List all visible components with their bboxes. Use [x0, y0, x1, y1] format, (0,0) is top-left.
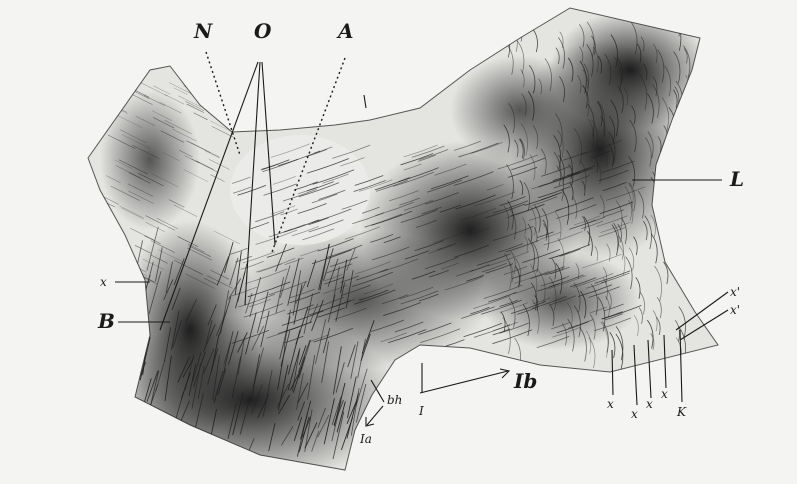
- fiber-stroke: [686, 173, 690, 192]
- label-N: N: [193, 19, 213, 43]
- label-B: B: [97, 309, 115, 333]
- fiber-stroke: [135, 418, 142, 445]
- fiber-stroke: [108, 89, 123, 97]
- fiber-shading: [95, 10, 710, 484]
- label-I: I: [418, 404, 424, 418]
- fiber-stroke: [669, 236, 672, 253]
- label-A: A: [336, 19, 354, 43]
- label-x-bottom-2: x: [631, 407, 638, 421]
- fiber-stroke: [202, 440, 209, 459]
- fiber-stroke: [142, 408, 149, 429]
- fiber-stroke: [112, 253, 127, 261]
- label-bh: bh: [387, 393, 402, 407]
- fiber-stroke: [680, 158, 685, 185]
- label-K: K: [676, 405, 687, 419]
- label-Ib: Ib: [513, 369, 537, 393]
- fiber-stroke: [679, 193, 686, 228]
- fiber-stroke: [683, 143, 689, 172]
- fiber-stroke: [688, 267, 693, 294]
- label-x-bottom-4: x: [661, 387, 668, 401]
- label-L: L: [729, 167, 744, 191]
- arrow-Ia: [367, 406, 383, 425]
- label-x-bottom-1: x: [607, 397, 614, 411]
- label-O: O: [254, 19, 272, 43]
- fiber-stroke: [101, 239, 123, 250]
- fiber-stroke: [673, 198, 679, 230]
- fiber-stroke: [669, 187, 673, 208]
- fiber-stroke: [685, 168, 689, 188]
- label-x-bottom-3: x: [646, 397, 653, 411]
- fiber-stroke: [110, 87, 129, 96]
- label-x-left: x: [100, 275, 107, 289]
- fiber-stroke: [661, 212, 668, 248]
- fiber-stroke: [687, 233, 692, 260]
- fiber-stroke: [112, 279, 129, 288]
- fiber-stroke: [95, 249, 114, 258]
- fiber-stroke: [669, 186, 676, 219]
- label-x-prime-2: x': [730, 303, 740, 317]
- label-Ia: Ia: [359, 432, 372, 446]
- fiber-stroke: [683, 136, 690, 170]
- label-x-prime-1: x': [730, 285, 740, 299]
- arrow-Ib: [420, 371, 508, 393]
- fiber-stroke: [688, 199, 693, 225]
- fiber-stroke: [677, 254, 682, 279]
- fiber-stroke: [138, 435, 148, 459]
- fiber-stroke: [669, 227, 672, 242]
- fiber-stroke: [98, 92, 122, 104]
- fiber-stroke: [678, 127, 681, 143]
- mark-1: [364, 95, 366, 108]
